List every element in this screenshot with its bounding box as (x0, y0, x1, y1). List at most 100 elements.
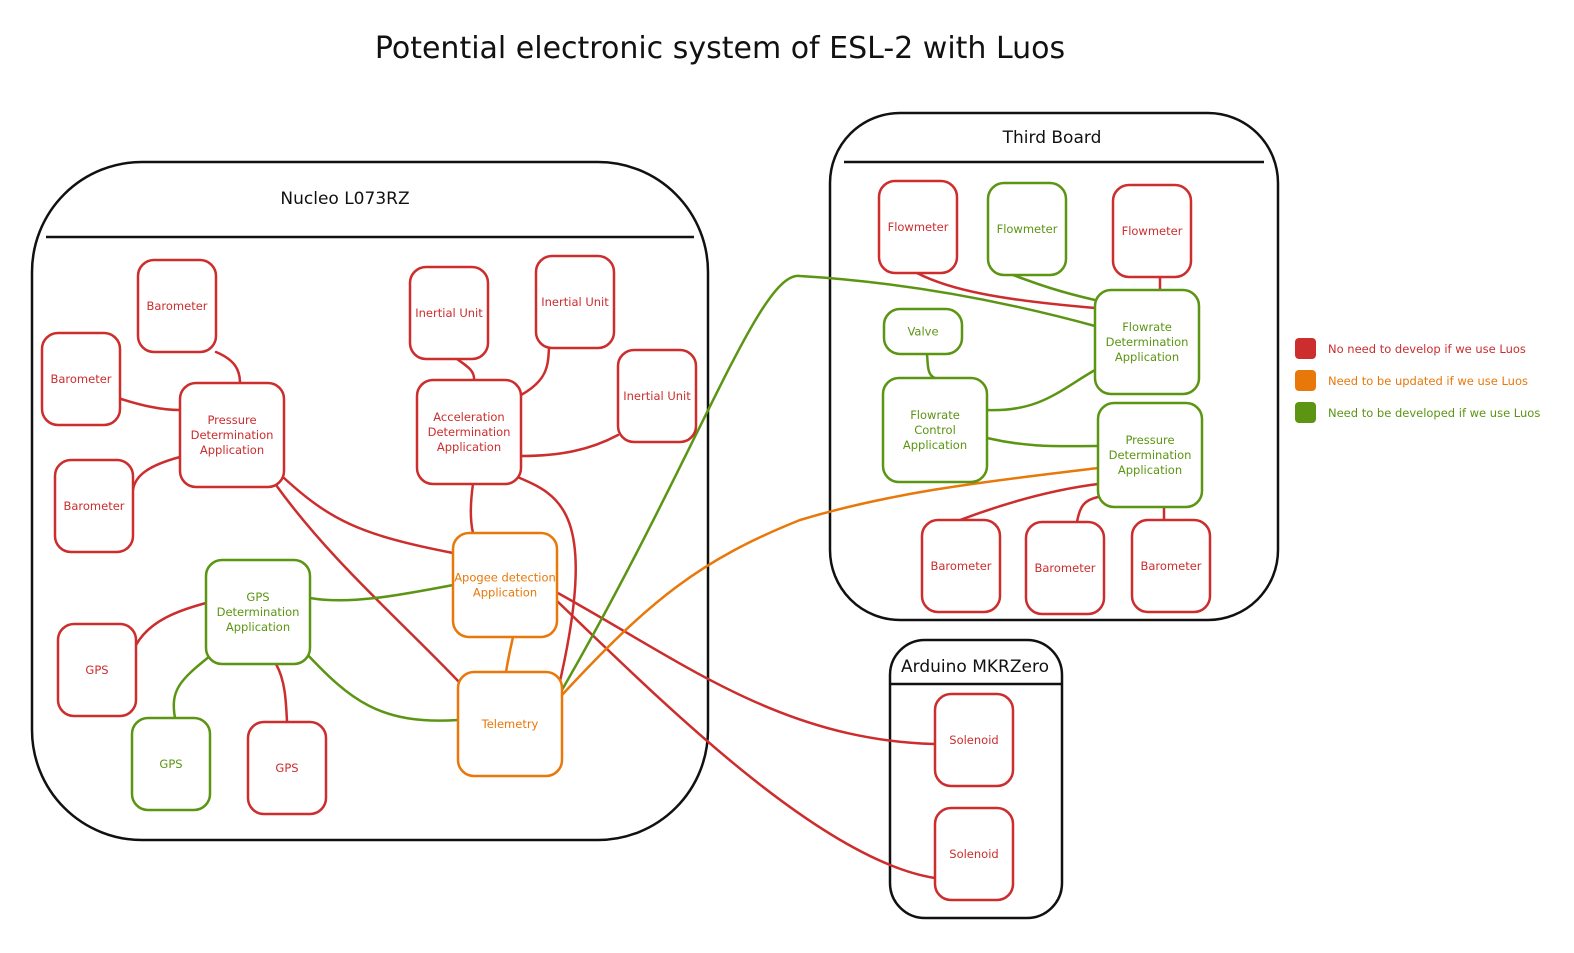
node-box (56, 622, 138, 718)
node-fm2[interactable]: Flowmeter (986, 181, 1068, 277)
node-box (616, 348, 698, 444)
node-box (178, 381, 286, 489)
container-title: Third Board (1002, 128, 1102, 148)
node-fm1[interactable]: Flowmeter (877, 179, 959, 275)
node-tel[interactable]: Telemetry (456, 670, 564, 778)
connector-line (134, 601, 208, 647)
node-fm3[interactable]: Flowmeter (1111, 183, 1193, 279)
legend-item-green: Need to be developed if we use Luos (1295, 402, 1540, 423)
node-box (933, 692, 1015, 788)
node-label: Flowmeter (888, 220, 949, 234)
node-label: Inertial Unit (623, 389, 691, 403)
node-label: Inertial Unit (415, 306, 483, 320)
node-box (920, 518, 1002, 614)
container-third: Third Board (828, 111, 1280, 622)
node-baro1[interactable]: Barometer (136, 258, 218, 354)
node-tb1[interactable]: Barometer (920, 518, 1002, 614)
container-title: Arduino MKRZero (901, 657, 1049, 677)
connector-line (274, 483, 462, 685)
node-baro2[interactable]: Barometer (40, 331, 122, 427)
node-valve[interactable]: Valve (882, 307, 964, 356)
node-label: Valve (907, 325, 938, 339)
node-label: Barometer (50, 372, 111, 386)
node-label: GPS (275, 761, 298, 775)
node-tb3[interactable]: Barometer (1130, 518, 1212, 614)
connector-line (560, 274, 1097, 692)
node-box (246, 720, 328, 816)
node-label: Telemetry (481, 717, 539, 731)
node-box (882, 307, 964, 356)
connector-line (554, 590, 937, 746)
node-label: Barometer (1140, 559, 1201, 573)
node-iu2[interactable]: Inertial Unit (534, 254, 616, 350)
connector-line (172, 654, 212, 720)
connector-line (131, 455, 182, 492)
diagram-title: Potential electronic system of ESL-2 wit… (375, 31, 1065, 66)
node-label: Barometer (930, 559, 991, 573)
node-label: Inertial Unit (541, 295, 609, 309)
node-box (881, 376, 989, 484)
node-box (136, 258, 218, 354)
node-box (1130, 518, 1212, 614)
node-box (877, 179, 959, 275)
connector-line (985, 436, 1100, 448)
node-box (456, 670, 564, 778)
node-gps3[interactable]: GPS (246, 720, 328, 816)
connector-line (282, 476, 455, 555)
connector-line (308, 583, 455, 602)
connector-line (116, 396, 182, 412)
node-box (534, 254, 616, 350)
container-nucleo: Nucleo L073RZ (30, 160, 710, 842)
node-box (1096, 401, 1204, 509)
node-box (1024, 520, 1106, 616)
connector-line (513, 474, 577, 692)
node-gps2[interactable]: GPS (130, 716, 212, 812)
connector-line (925, 352, 937, 380)
connector-line (958, 482, 1100, 522)
connector-line (985, 368, 1097, 412)
node-gps1[interactable]: GPS (56, 622, 138, 718)
node-box (204, 558, 312, 666)
connector-line (519, 433, 620, 458)
connector-line (1011, 273, 1097, 302)
node-label: Solenoid (949, 733, 998, 747)
node-baro3[interactable]: Barometer (53, 458, 135, 554)
node-iu1[interactable]: Inertial Unit (408, 265, 490, 361)
node-box (408, 265, 490, 361)
legend-label: Need to be updated if we use Luos (1328, 374, 1528, 388)
node-label: Barometer (1034, 561, 1095, 575)
connector-line (455, 357, 476, 382)
connector-line (1075, 495, 1100, 524)
connector-line (469, 482, 475, 535)
node-sol1[interactable]: Solenoid (933, 692, 1015, 788)
node-label: GPS (159, 757, 182, 771)
connector-line (214, 350, 242, 385)
node-iu3[interactable]: Inertial Unit (616, 348, 698, 444)
node-sol2[interactable]: Solenoid (933, 806, 1015, 902)
node-label: Flowmeter (997, 222, 1058, 236)
container-title: Nucleo L073RZ (280, 189, 409, 209)
node-label: GPS (85, 663, 108, 677)
node-box (53, 458, 135, 554)
node-tb2[interactable]: Barometer (1024, 520, 1106, 616)
legend-swatch (1295, 370, 1316, 391)
node-box (1093, 288, 1201, 396)
node-label: Barometer (63, 499, 124, 513)
node-box (933, 806, 1015, 902)
node-label: Flowmeter (1122, 224, 1183, 238)
connector-line (915, 271, 1097, 310)
connector-line (560, 466, 1100, 697)
